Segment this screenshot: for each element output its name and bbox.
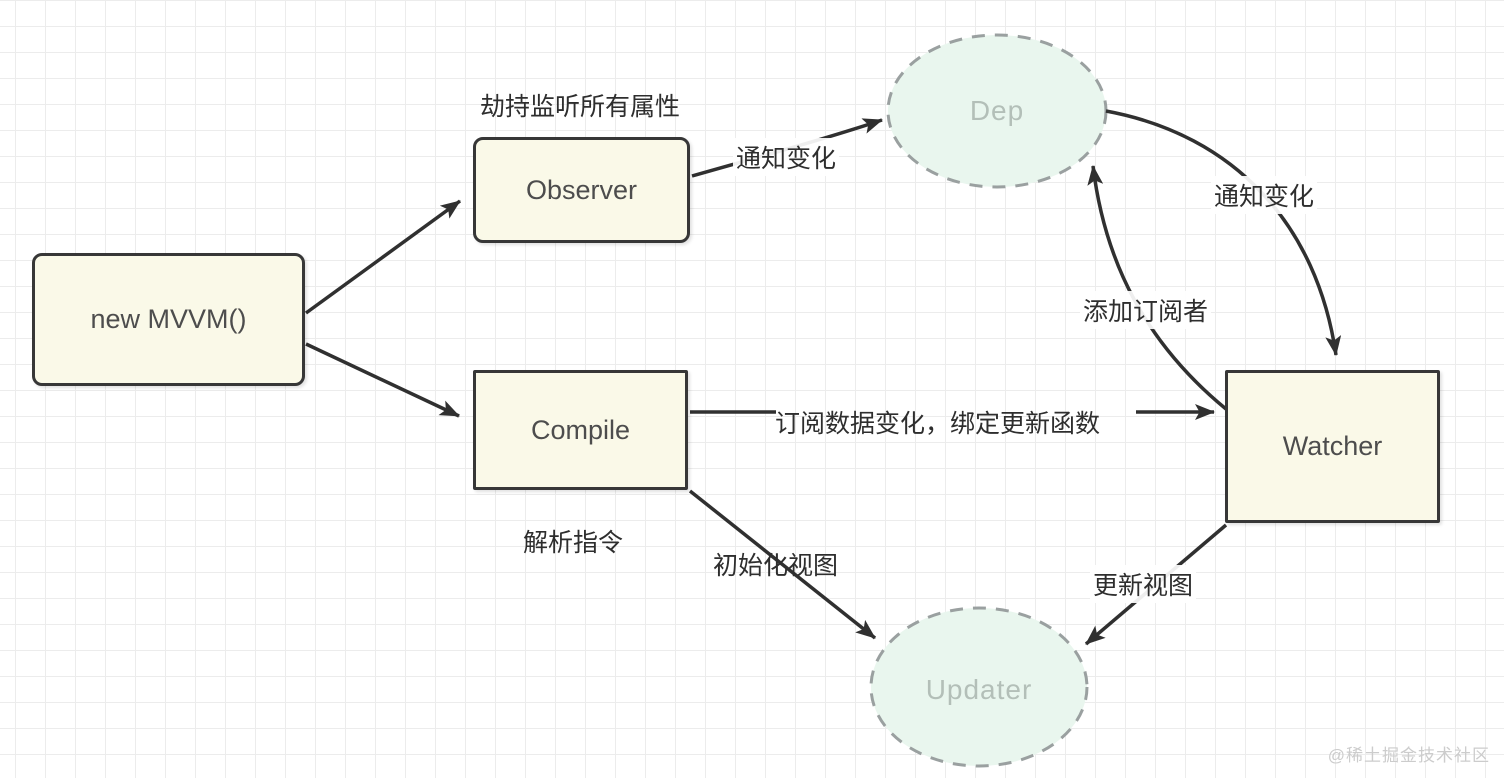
edge-label-init-view: 初始化视图 bbox=[713, 552, 839, 580]
updater-ellipse bbox=[869, 606, 1089, 768]
arrow-watcher-to-dep bbox=[1087, 165, 1228, 411]
node-observer-label: Observer bbox=[525, 174, 638, 205]
node-compile-label: Compile bbox=[530, 414, 631, 445]
node-compile: Compile bbox=[473, 370, 688, 490]
edge-label-subscribe-bind-update: 订阅数据变化，绑定更新函数 bbox=[775, 410, 1101, 438]
node-watcher-label: Watcher bbox=[1282, 431, 1383, 461]
edge-label-hijack-all-properties: 劫持监听所有属性 bbox=[479, 93, 680, 121]
arrow-mvvm-to-compile bbox=[305, 342, 460, 418]
edge-label-update-view: 更新视图 bbox=[1090, 565, 1197, 603]
edge-label-notify-change-left: 通知变化 bbox=[733, 138, 840, 176]
node-observer: Observer bbox=[473, 137, 690, 243]
edge-label-parse-directives: 解析指令 bbox=[523, 529, 624, 557]
arrow-compile-to-updater bbox=[688, 489, 877, 640]
node-watcher: Watcher bbox=[1225, 370, 1440, 523]
edge-label-notify-change-right: 通知变化 bbox=[1211, 176, 1318, 214]
node-new-mvvm: new MVVM() bbox=[32, 253, 305, 386]
node-updater-label: Updater bbox=[925, 674, 1033, 705]
node-dep-label: Dep bbox=[969, 95, 1025, 126]
edge-label-add-subscriber: 添加订阅者 bbox=[1080, 291, 1212, 329]
node-new-mvvm-label: new MVVM() bbox=[90, 304, 247, 334]
juejin-watermark: @稀土掘金技术社区 bbox=[1327, 746, 1490, 765]
arrow-mvvm-to-observer bbox=[304, 199, 462, 315]
